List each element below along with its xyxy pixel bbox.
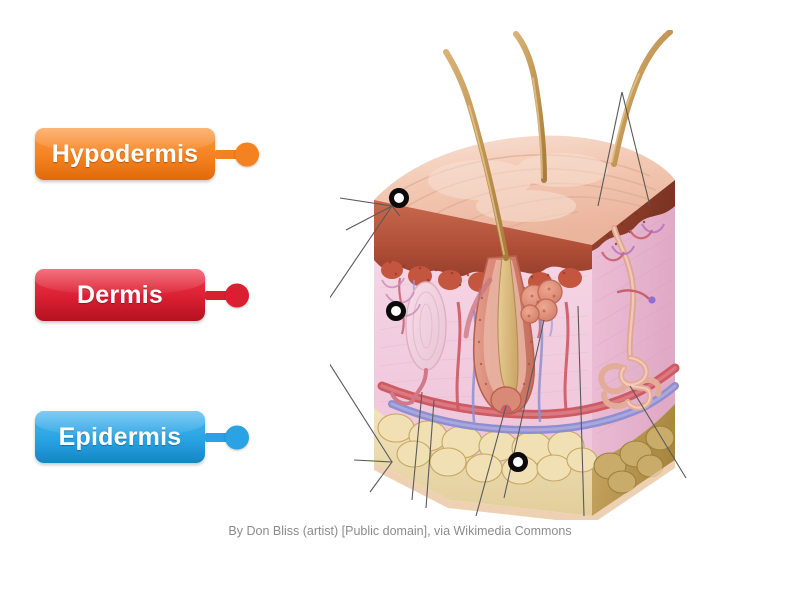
sweat-gland [598, 225, 662, 411]
sebaceous-gland [520, 279, 563, 324]
hair-shaft-center [513, 31, 547, 183]
leader-hair-bulb [475, 405, 507, 517]
connector-dermis [205, 283, 249, 307]
leader-arrow-hypodermis [353, 459, 394, 493]
label-epidermis[interactable]: Epidermis [35, 411, 249, 463]
label-hypodermis[interactable]: Hypodermis [35, 128, 259, 180]
epidermis-cut-front [374, 200, 592, 277]
target-dot-dermis[interactable] [386, 301, 406, 321]
label-text-dermis: Dermis [77, 280, 163, 309]
vein-highlight [390, 384, 677, 432]
label-dermis[interactable]: Dermis [35, 269, 249, 321]
label-text-hypodermis: Hypodermis [51, 139, 199, 168]
hair-shafts [443, 30, 673, 261]
target-dot-epidermis[interactable] [389, 188, 409, 208]
connector-knob-epidermis [225, 425, 249, 449]
hair-follicle [472, 255, 536, 415]
hair-shaft-left [443, 49, 509, 261]
target-dot-hypodermis[interactable] [508, 452, 528, 472]
fat-lobules-right [593, 425, 675, 494]
skin-surface-highlight [428, 153, 608, 222]
connector-epidermis [205, 425, 249, 449]
hair-shaft-right [611, 30, 673, 167]
leader-sweat-gland [629, 385, 687, 479]
arrector-pili-muscle [463, 277, 493, 339]
connector-knob-dermis [225, 283, 249, 307]
leader-epidermis-right-b [621, 91, 651, 207]
lamellar-corpuscle [390, 281, 447, 406]
connector-stem-dermis [205, 290, 231, 300]
leader-lines [330, 91, 687, 517]
connector-knob-hypodermis [235, 142, 259, 166]
leader-vessel [577, 305, 585, 517]
connector-stem-epidermis [205, 432, 231, 442]
connector-stem-hypodermis [215, 149, 241, 159]
fat-lobules [377, 413, 598, 485]
leader-corpuscle-2 [425, 399, 435, 509]
skin-cross-section-illustration [330, 30, 780, 520]
label-text-epidermis: Epidermis [58, 422, 182, 451]
connector-hypodermis [215, 142, 259, 166]
epidermis-stipple-right [606, 192, 666, 246]
block-bottom-edge [374, 460, 675, 520]
capillary-loops-right-violet [611, 223, 665, 256]
hair-shaft-highlights [468, 73, 640, 255]
nerve-ending-detail [616, 289, 656, 304]
image-attribution-caption: By Don Bliss (artist) [Public domain], v… [228, 524, 572, 538]
leader-chevron-dermis [330, 205, 393, 463]
leader-epidermis-right-a [597, 91, 623, 207]
leader-corpuscle [411, 391, 423, 501]
leader-tick-epidermis [391, 205, 401, 217]
